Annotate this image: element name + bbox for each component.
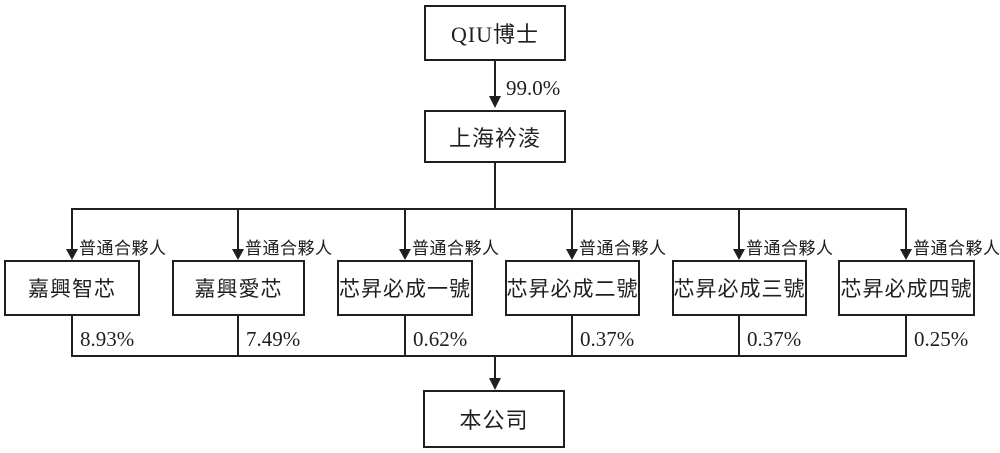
node-partner-6: 芯昇必成四號 [838, 260, 975, 316]
stake-label-6: 0.25% [914, 327, 969, 351]
node-partner-4: 芯昇必成二號 [505, 260, 640, 316]
node-partner-6-label: 芯昇必成四號 [840, 277, 973, 301]
node-holding-company: 上海衿淩 [424, 110, 566, 163]
node-partner-2-label: 嘉興愛芯 [194, 277, 283, 301]
stake-label-2: 7.49% [246, 327, 301, 351]
arrowhead-icons [66, 96, 912, 390]
stake-label-4: 0.37% [580, 327, 635, 351]
stake-label-3: 0.62% [413, 327, 468, 351]
stake-label-5: 0.37% [747, 327, 802, 351]
node-partner-3-label: 芯昇必成一號 [339, 277, 471, 301]
node-root-label: QIU博士 [450, 22, 540, 47]
node-company-label: 本公司 [459, 408, 529, 433]
node-partner-1: 嘉興智芯 [4, 260, 140, 316]
node-partner-5: 芯昇必成三號 [672, 260, 807, 316]
stake-label-1: 8.93% [80, 327, 135, 351]
partner-role-label-6: 普通合夥人 [913, 239, 1000, 258]
ownership-percent-label: 99.0% [506, 76, 561, 100]
node-partner-1-label: 嘉興智芯 [28, 277, 116, 301]
partner-role-label-3: 普通合夥人 [412, 239, 500, 258]
node-root-shareholder: QIU博士 [424, 5, 566, 61]
partner-role-label-4: 普通合夥人 [579, 239, 667, 258]
node-holding-label: 上海衿淩 [448, 125, 541, 151]
partner-role-label-2: 普通合夥人 [245, 239, 333, 258]
node-partner-2: 嘉興愛芯 [172, 260, 305, 316]
node-partner-5-label: 芯昇必成三號 [673, 277, 806, 301]
node-partner-3: 芯昇必成一號 [337, 260, 473, 316]
node-partner-4-label: 芯昇必成二號 [506, 277, 639, 301]
node-listed-company: 本公司 [423, 390, 565, 448]
partner-role-label-5: 普通合夥人 [746, 239, 834, 258]
partner-role-label-1: 普通合夥人 [79, 239, 167, 258]
